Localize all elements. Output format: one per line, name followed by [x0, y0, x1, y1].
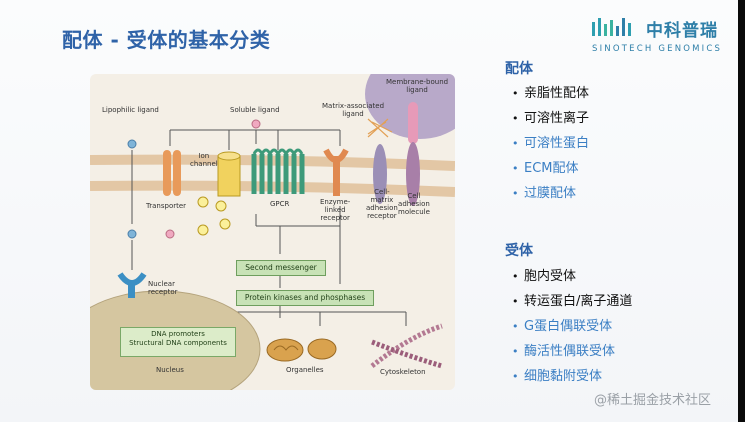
cell-matrix-receptor-shape	[373, 144, 387, 204]
label-matrix-ligand: Matrix-associated ligand	[322, 102, 385, 118]
ion-dot-1	[197, 196, 209, 208]
receptor-item: • 细胞黏附受体	[512, 365, 602, 384]
membrane-ligand-rod	[408, 102, 418, 144]
list-item-text: 细胞黏附受体	[524, 369, 603, 384]
transporter-right	[173, 150, 181, 196]
bullet-icon: •	[512, 270, 519, 283]
label-cell-adhesion-molecule: Cell adhesion molecule	[398, 192, 430, 216]
label-transporter: Transporter	[146, 202, 187, 210]
bullet-icon: •	[512, 137, 519, 150]
ligand-item: • 过膜配体	[512, 182, 576, 201]
ligand-item: • 可溶性蛋白	[512, 132, 589, 151]
ligand-item: • ECM配体	[512, 157, 579, 176]
cytoskeleton-fiber-2	[371, 339, 443, 369]
list-item-text: 过膜配体	[524, 186, 577, 201]
label-organelles: Organelles	[286, 366, 324, 374]
transporter-left	[163, 150, 171, 196]
label-cell-matrix-receptor: Cell- matrix adhesion receptor	[366, 188, 398, 220]
logo-chinese-name: 中科普瑞	[646, 21, 718, 41]
gpcr-helices	[251, 154, 305, 194]
label-nuclear-receptor: Nuclear receptor	[148, 280, 178, 296]
label-soluble-ligand: Soluble ligand	[230, 106, 280, 114]
screen-edge	[738, 0, 745, 422]
label-lipophilic-ligand: Lipophilic ligand	[102, 106, 159, 114]
ion-channel-shape	[217, 155, 241, 197]
bullet-icon: •	[512, 345, 519, 358]
lipophilic-ligand-dot	[127, 139, 137, 149]
label-gpcr: GPCR	[270, 200, 290, 208]
logo-bars-icon	[592, 18, 631, 36]
list-item-text: 可溶性蛋白	[524, 136, 590, 151]
bullet-icon: •	[512, 112, 519, 125]
bullet-icon: •	[512, 320, 519, 333]
receptor-diagram: Lipophilic ligand Soluble ligand Matrix-…	[90, 74, 455, 390]
signal-arrows	[255, 206, 341, 288]
ion-dot-4	[219, 218, 231, 230]
matrix-ligand-mesh	[367, 118, 393, 138]
protein-kinase-box: Protein kinases and phosphases	[236, 290, 374, 306]
second-messenger-box: Second messenger	[236, 260, 326, 276]
list-item-text: 可溶性离子	[524, 111, 590, 126]
receptor-item: • G蛋白偶联受体	[512, 315, 612, 334]
organelle-1	[266, 338, 304, 362]
list-item-text: 酶活性偶联受体	[524, 344, 616, 359]
label-ion-channel: Ion channel	[190, 152, 218, 168]
nuclear-receptor-shape	[117, 272, 147, 286]
soluble-ligand-dot	[251, 119, 261, 129]
list-item-text: 胞内受体	[524, 269, 577, 284]
list-item-text: ECM配体	[524, 161, 579, 176]
slide-title: 配体 - 受体的基本分类	[62, 28, 271, 52]
soluble-ligand-arrows	[169, 129, 341, 150]
bullet-icon: •	[512, 87, 519, 100]
organelle-2	[307, 338, 337, 360]
label-enzyme-receptor: Enzyme- linked receptor	[320, 198, 351, 222]
watermark: @稀土掘金技术社区	[594, 393, 712, 408]
bullet-icon: •	[512, 295, 519, 308]
ligand-item: • 亲脂性配体	[512, 82, 589, 101]
company-logo: 中科普瑞 SINOTECH GENOMICS	[590, 14, 735, 62]
list-item-text: 转运蛋白/离子通道	[524, 294, 633, 309]
list-item-text: 亲脂性配体	[524, 86, 590, 101]
dna-components-box: DNA promoters Structural DNA components	[120, 327, 236, 357]
receptor-item: • 转运蛋白/离子通道	[512, 290, 632, 309]
bullet-icon: •	[512, 162, 519, 175]
ion-dot-2	[215, 200, 227, 212]
list-item-text: G蛋白偶联受体	[524, 319, 613, 334]
cell-adhesion-molecule-shape	[406, 142, 420, 206]
ligand-heading: 配体	[505, 61, 533, 77]
ligand-item: • 可溶性离子	[512, 107, 589, 126]
receptor-heading: 受体	[505, 243, 533, 259]
ion-dot-3	[197, 224, 209, 236]
bullet-icon: •	[512, 187, 519, 200]
bullet-icon: •	[512, 370, 519, 383]
logo-english-name: SINOTECH GENOMICS	[592, 44, 723, 54]
receptor-item: • 胞内受体	[512, 265, 576, 284]
receptor-item: • 酶活性偶联受体	[512, 340, 615, 359]
label-nucleus: Nucleus	[156, 366, 184, 374]
label-membrane-ligand: Membrane-bound ligand	[386, 78, 449, 94]
label-cytoskeleton: Cytoskeleton	[380, 368, 426, 376]
